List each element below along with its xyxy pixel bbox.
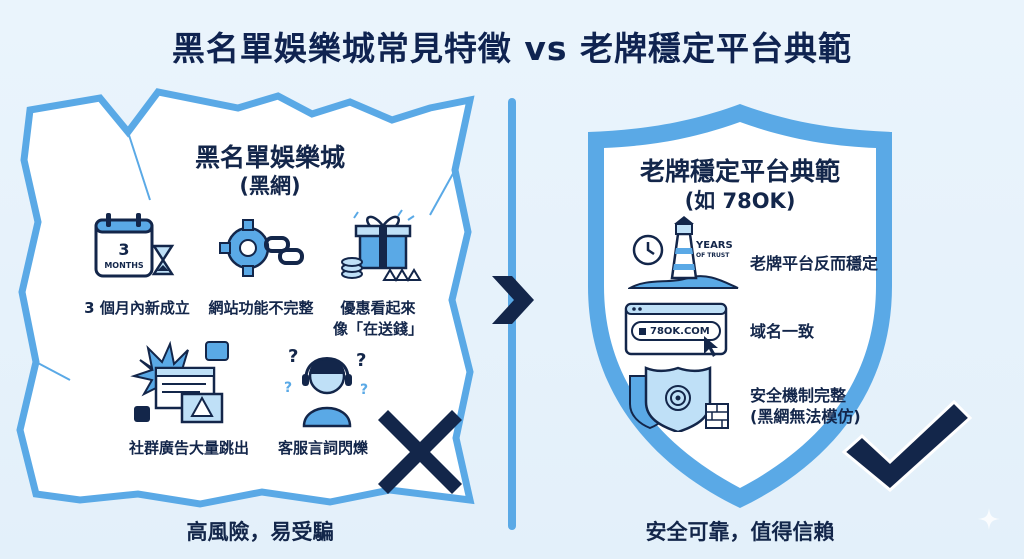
left-panel-heading: 黑名單娛樂城: [194, 143, 345, 172]
feature-label-full-security-1: 安全機制完整: [750, 386, 847, 405]
svg-text:?: ?: [360, 382, 368, 398]
left-footer: 高風險，易受騙: [186, 520, 334, 544]
security-shield-icon: [629, 366, 729, 432]
lighthouse-text-trust: OF TRUST: [696, 252, 730, 259]
confused-support-agent-icon: ? ? ? ?: [284, 346, 368, 428]
feature-label-consistent-domain: 域名一致: [750, 322, 815, 341]
cracked-frame: [16, 88, 475, 508]
right-panel-subheading: (如 78OK): [684, 189, 796, 213]
sparkle-icon: [978, 508, 1000, 530]
cross-icon: [378, 410, 462, 494]
check-icon: [841, 399, 973, 492]
feature-label-social-ads: 社群廣告大量跳出: [128, 439, 249, 457]
feature-label-too-good-bonus-2: 像「在送錢」: [332, 320, 423, 338]
svg-text:?: ?: [288, 346, 298, 367]
url-text: 78OK.COM: [650, 326, 710, 337]
right-panel-heading: 老牌穩定平台典範: [639, 157, 840, 186]
right-footer: 安全可靠，值得信賴: [645, 520, 835, 544]
svg-text:?: ?: [284, 380, 292, 396]
left-panel-subheading: (黑網): [239, 174, 301, 198]
right-arrow-icon: [492, 276, 534, 324]
broken-gear-chain-icon: [219, 219, 304, 277]
calendar-unit: MONTHS: [104, 261, 144, 270]
page-title: 黑名單娛樂城常見特徵 vs 老牌穩定平台典範: [171, 29, 853, 68]
svg-text:?: ?: [356, 350, 366, 371]
feature-label-stable-platform: 老牌平台反而穩定: [750, 254, 879, 273]
feature-label-new-site: 3 個月內新成立: [84, 299, 190, 317]
calendar-number: 3: [118, 240, 130, 259]
lighthouse-text-years: YEARS: [696, 240, 733, 251]
feature-label-incomplete-site: 網站功能不完整: [208, 299, 314, 317]
popup-ads-icon: [130, 340, 229, 424]
feature-label-evasive-support: 客服言詞閃爍: [277, 439, 368, 457]
feature-label-too-good-bonus-1: 優惠看起來: [340, 299, 416, 317]
gift-coin-trap-icon: [341, 209, 422, 282]
feature-label-full-security-2: (黑網無法模仿): [750, 407, 861, 426]
